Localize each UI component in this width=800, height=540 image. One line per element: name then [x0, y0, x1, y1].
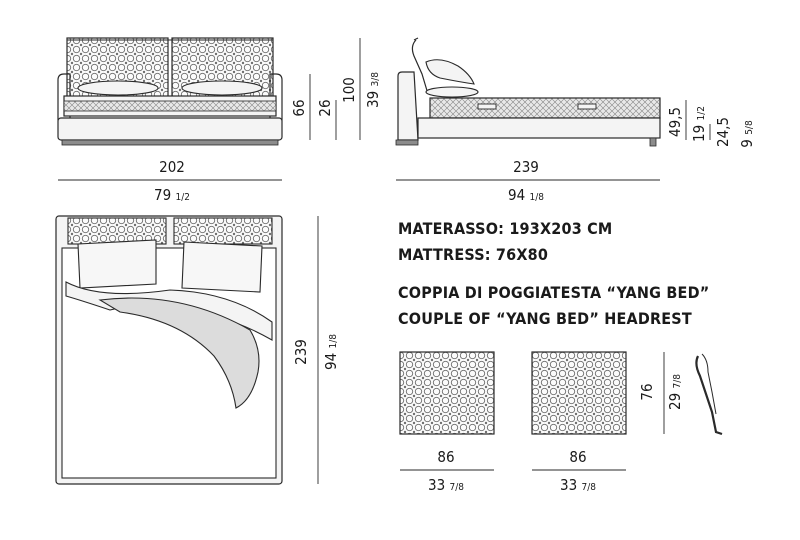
top-length-cm: 239	[292, 339, 310, 365]
headrest-width-inch-1: 33 7/8	[428, 476, 464, 494]
front-height-26: 26	[316, 99, 334, 116]
mattress-line-2: MATTRESS: 76X80	[398, 245, 548, 264]
headrest-width-cm-1: 86	[437, 448, 454, 466]
headrest-profile	[695, 355, 723, 436]
headrest-panel-1	[399, 351, 495, 435]
headrest-height-inch: 29 7/8	[666, 374, 684, 410]
front-view: 66 26 100 39 3/8 202 79 1/2	[57, 37, 382, 204]
front-height-100: 100	[340, 77, 358, 103]
front-pillow-left	[77, 80, 159, 96]
top-pillow-right	[181, 241, 263, 293]
headrest-details: 86 33 7/8 86 33 7/8 76 29 7/8	[399, 351, 723, 494]
front-pillow-right	[181, 80, 263, 96]
headrest-height-cm: 76	[638, 383, 656, 400]
top-pillow-left	[77, 239, 157, 289]
side-length-cm: 239	[513, 158, 539, 176]
mattress-line-1: MATERASSO: 193X203 CM	[398, 219, 612, 238]
side-height-24-5-inch: 9 5/8	[738, 120, 756, 148]
headrest-width-inch-2: 33 7/8	[560, 476, 596, 494]
top-length-inch: 94 1/8	[322, 334, 340, 370]
front-width-cm: 202	[159, 158, 185, 176]
top-duvet	[98, 297, 260, 409]
side-view: 49,5 19 1/2 24,5 9 5/8 239 94 1/8	[395, 37, 756, 204]
front-width-inch: 79 1/2	[154, 186, 190, 204]
side-mattress	[429, 97, 661, 119]
side-frame	[417, 117, 661, 139]
front-height-inch: 39 3/8	[364, 72, 382, 108]
headrest-panel-2	[531, 351, 627, 435]
headrest-line-1: COPPIA DI POGGIATESTA “YANG BED”	[398, 283, 709, 302]
side-height-49-5-inch: 19 1/2	[690, 106, 708, 142]
top-headrest-right	[173, 217, 273, 245]
side-height-49-5: 49,5	[666, 107, 684, 137]
headrest-spec: COPPIA DI POGGIATESTA “YANG BED” COUPLE …	[398, 283, 709, 328]
top-headrest-left	[67, 217, 167, 245]
mattress-spec: MATERASSO: 193X203 CM MATTRESS: 76X80	[398, 219, 612, 264]
front-height-66: 66	[290, 99, 308, 116]
side-height-24-5: 24,5	[714, 117, 732, 147]
headrest-width-cm-2: 86	[569, 448, 586, 466]
side-length-inch: 94 1/8	[508, 186, 544, 204]
front-frame	[57, 117, 283, 141]
top-view: 239 94 1/8	[55, 215, 340, 485]
headrest-line-2: COUPLE OF “YANG BED” HEADREST	[398, 309, 692, 328]
